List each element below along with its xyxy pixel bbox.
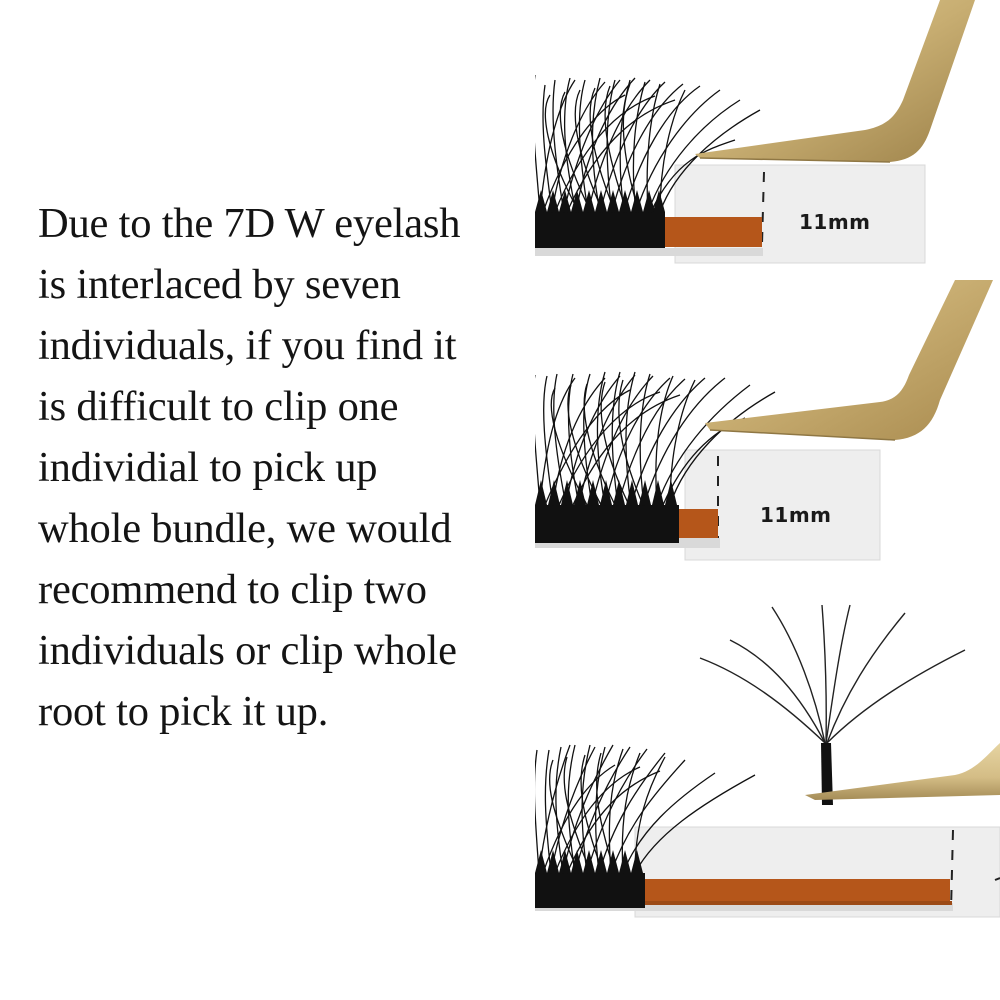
instruction-line: individuals, if you find it [38,322,457,369]
instruction-line: individial to pick up [38,444,378,491]
ruler-length-label: 11mm [799,210,871,234]
lash-tray-illustration [535,604,1000,918]
instruction-paragraph: Due to the 7D W eyelash is interlaced by… [38,193,518,742]
instruction-line: root to pick it up. [38,688,329,735]
instruction-line: recommend to clip two [38,566,427,613]
tray-strip-icon [675,509,718,538]
photo-clip-one-individual: 11mm [535,0,1000,270]
instruction-line: individuals or clip whole [38,627,457,674]
lash-tray-illustration [535,0,975,264]
photo-pick-whole-root [535,595,1000,925]
instruction-line: is interlaced by seven [38,261,401,308]
tray-strip-icon [663,217,762,247]
tweezers-icon [805,743,1000,800]
tweezers-icon [705,280,993,440]
lash-tray-illustration [535,280,993,561]
tray-strip-icon [640,879,950,903]
instruction-line: is difficult to clip one [38,383,399,430]
photo-clip-two-individuals: 11mm [535,280,1000,570]
instruction-line: Due to the 7D W eyelash [38,200,461,247]
lash-fan-icon [535,744,756,874]
ruler-length-label: 11mm [760,503,832,527]
single-lash-fan-icon [699,604,966,744]
tweezers-icon [695,0,975,162]
instruction-line: whole bundle, we would [38,505,452,552]
